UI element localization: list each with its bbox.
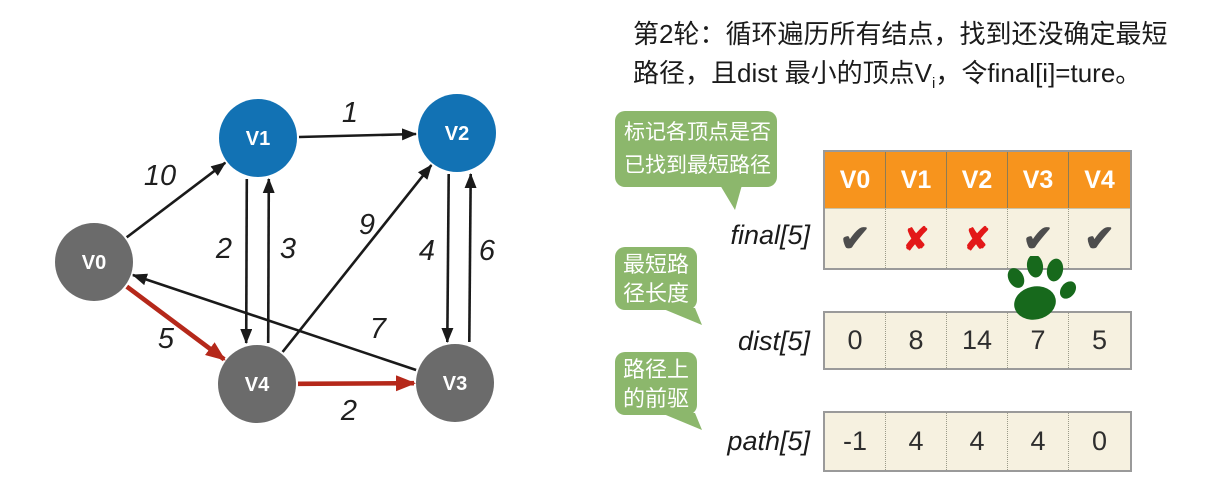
edge-weight-V4-V1: 3 — [280, 233, 296, 265]
callout-tail — [661, 308, 702, 325]
edge-weight-V4-V2: 9 — [359, 209, 375, 241]
callout-final-text: 标记各顶点是否 已找到最短路径 — [624, 121, 771, 177]
cross-icon: ✘ — [902, 220, 930, 257]
edge-V1-V2 — [298, 128, 417, 141]
dist-cell-1: 8 — [886, 313, 947, 368]
check-icon: ✔ — [839, 218, 871, 259]
edge-V3-V2 — [464, 173, 477, 343]
final-array-label: final[5] — [730, 220, 810, 250]
edge-V1-V4 — [240, 178, 253, 344]
final-cell-1: ✘ — [886, 209, 947, 268]
callout-path-text: 路径上 的前驱 — [623, 357, 690, 411]
headline-line2: 路径，且dist 最小的顶点Vi，令final[i]=ture。 — [633, 54, 1167, 103]
edge-weight-V1-V2: 1 — [342, 97, 358, 129]
col-header-v4: V4 — [1069, 152, 1130, 208]
node-V0 — [55, 223, 133, 301]
dist-cell-3: 7 — [1008, 313, 1069, 368]
col-header-v2: V2 — [947, 152, 1008, 208]
node-label-V3: V3 — [443, 373, 467, 395]
node-V1 — [219, 99, 297, 177]
edge-weight-V2-V3: 4 — [419, 235, 435, 267]
headline-subscript-i: i — [932, 75, 936, 93]
headline-line2-pre: 路径，且dist 最小的顶点V — [633, 58, 933, 88]
node-label-V0: V0 — [82, 252, 106, 274]
callout-path: 路径上 的前驱 — [615, 352, 702, 430]
dist-cell-0: 0 — [825, 313, 886, 368]
col-header-v1: V1 — [886, 152, 947, 208]
edge-V0-V4 — [125, 284, 226, 362]
path-cell-0: -1 — [825, 413, 886, 470]
node-label-V1: V1 — [246, 128, 270, 150]
paw-icon — [1007, 256, 1077, 320]
edge-V3-V0 — [131, 273, 417, 372]
callout-dist: 最短路 径长度 — [615, 247, 702, 325]
headline: 第2轮：循环遍历所有结点，找到还没确定最短 路径，且dist 最小的顶点Vi，令… — [633, 15, 1167, 103]
final-cell-4: ✔ — [1069, 209, 1130, 268]
path-cell-1: 4 — [886, 413, 947, 470]
callout-dist-text: 最短路 径长度 — [623, 252, 690, 306]
path-cell-2: 4 — [947, 413, 1008, 470]
path-cell-4: 0 — [1069, 413, 1130, 470]
final-cell-2: ✘ — [947, 209, 1008, 268]
final-cell-0: ✔ — [825, 209, 886, 268]
headline-line2-post: ，令final[i]=ture。 — [935, 58, 1142, 88]
node-V2 — [418, 94, 496, 172]
cross-icon: ✘ — [963, 220, 991, 257]
callout-tail — [661, 413, 702, 430]
check-icon: ✔ — [1083, 218, 1115, 259]
col-header-v3: V3 — [1008, 152, 1069, 208]
callout-tail — [720, 185, 742, 210]
edge-V0-V1 — [125, 161, 227, 239]
path-cell-3: 4 — [1008, 413, 1069, 470]
node-label-V4: V4 — [245, 374, 270, 396]
edge-weight-V3-V0: 7 — [370, 313, 388, 345]
check-icon: ✔ — [1022, 218, 1054, 259]
callout-final: 标记各顶点是否 已找到最短路径 — [615, 111, 777, 210]
path-array-label: path[5] — [727, 426, 810, 456]
edge-weight-V0-V1: 10 — [144, 160, 176, 192]
edge-V4-V3 — [297, 375, 416, 392]
node-label-V2: V2 — [445, 123, 469, 145]
final-table-value-row: ✔ ✘ ✘ ✔ ✔ — [825, 209, 1130, 268]
edge-weight-V4-V3: 2 — [340, 395, 357, 427]
node-V3 — [416, 344, 494, 422]
headline-line1: 第2轮：循环遍历所有结点，找到还没确定最短 — [633, 19, 1168, 49]
edge-weight-V3-V2: 6 — [479, 235, 496, 267]
dist-cell-4: 5 — [1069, 313, 1130, 368]
edge-weight-V1-V4: 2 — [215, 233, 232, 265]
dist-cell-2: 14 — [947, 313, 1008, 368]
col-header-v0: V0 — [825, 152, 886, 208]
edge-V4-V2 — [281, 164, 433, 353]
dist-array-label: dist[5] — [737, 326, 810, 356]
edge-V4-V1 — [262, 178, 275, 344]
edge-weight-V0-V4: 5 — [158, 323, 175, 355]
node-V4 — [218, 345, 296, 423]
edge-V2-V3 — [441, 173, 454, 343]
